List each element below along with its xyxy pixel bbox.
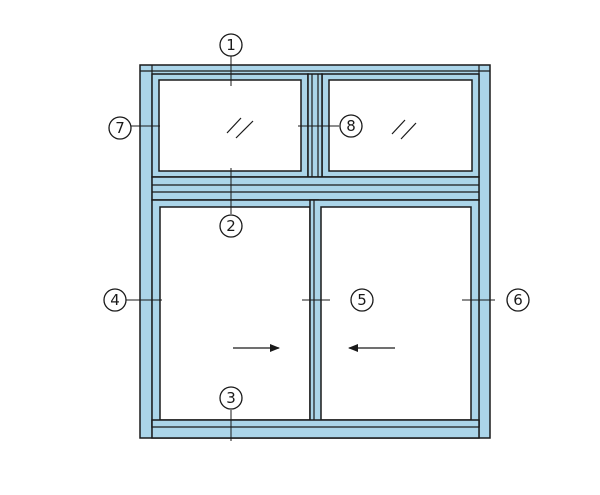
callout-7: 7 bbox=[108, 116, 132, 140]
callout-1-label: 1 bbox=[226, 36, 236, 54]
callout-4: 4 bbox=[103, 288, 127, 312]
glass-hatch-right bbox=[391, 119, 417, 140]
callout-6: 6 bbox=[506, 288, 530, 312]
callout-3: 3 bbox=[219, 386, 243, 410]
callout-8: 8 bbox=[339, 114, 363, 138]
callout-2: 2 bbox=[219, 214, 243, 238]
upper-left-glass bbox=[158, 79, 302, 172]
callout-5: 5 bbox=[350, 288, 374, 312]
callout-3-label: 3 bbox=[226, 389, 236, 407]
glass-hatch-left bbox=[226, 117, 254, 139]
callout-4-label: 4 bbox=[110, 291, 120, 309]
callout-6-label: 6 bbox=[513, 291, 523, 309]
callout-2-label: 2 bbox=[226, 217, 236, 235]
callout-1: 1 bbox=[219, 33, 243, 57]
bottom-rail bbox=[151, 419, 480, 439]
callout-7-label: 7 bbox=[115, 119, 125, 137]
lower-left-glass bbox=[159, 206, 311, 421]
lower-right-glass bbox=[320, 206, 472, 421]
callout-8-label: 8 bbox=[346, 117, 356, 135]
transom-bar bbox=[151, 176, 480, 201]
callout-5-label: 5 bbox=[357, 291, 367, 309]
